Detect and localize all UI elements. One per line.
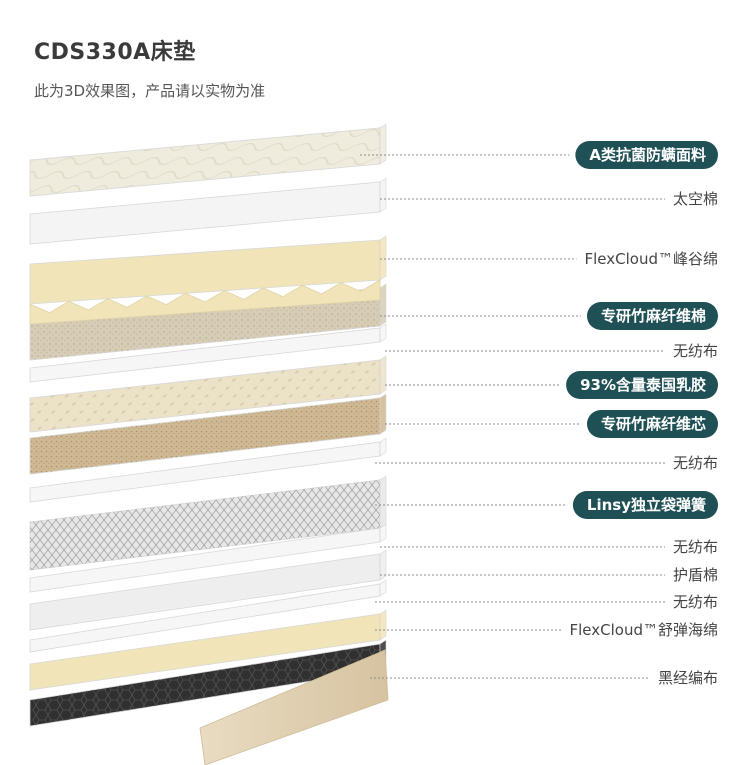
layer-label-14: 黑经编布 [658, 669, 718, 687]
highlight-pill [586, 410, 718, 438]
layer-label-5: 无纺布 [673, 342, 718, 360]
plain-label-text: FlexCloud™舒弹海绵 [570, 621, 718, 639]
layer-label-3: FlexCloud™峰谷绵 [585, 250, 718, 268]
nonwoven-slab-3 [29, 523, 387, 593]
peak-valley-foam-slab [29, 235, 387, 325]
spring-slab [29, 475, 387, 571]
layer-label-8: 无纺布 [673, 454, 718, 472]
highlight-label-text: 专研竹麻纤维棉 [601, 307, 706, 325]
layer-label-11: 护盾棉 [673, 566, 718, 584]
plain-label-text: 无纺布 [673, 342, 718, 360]
nonwoven-slab-1 [29, 323, 387, 383]
layer-label-12: 无纺布 [673, 593, 718, 611]
plain-label-text: 黑经编布 [658, 669, 718, 687]
elastic-foam-slab [29, 609, 387, 691]
plain-label-text: 无纺布 [673, 454, 718, 472]
plain-label-text: FlexCloud™峰谷绵 [585, 250, 718, 268]
page-title: CDS330A床垫 [34, 40, 196, 65]
plain-label-text: 太空棉 [673, 190, 718, 208]
latex-slab [29, 355, 387, 433]
layer-label-13: FlexCloud™舒弹海绵 [570, 621, 718, 639]
highlight-label-text: A类抗菌防螨面料 [589, 146, 706, 164]
highlight-pill [566, 371, 718, 399]
highlight-label-text: 93%含量泰国乳胶 [580, 376, 706, 394]
highlight-pill [586, 302, 718, 330]
leader-lines [360, 154, 665, 679]
layer-label-4: 专研竹麻纤维棉 [586, 302, 718, 330]
plain-label-text: 护盾棉 [673, 566, 718, 584]
nonwoven-slab-2 [29, 437, 387, 503]
space-cotton-slab [29, 177, 387, 245]
page-subtitle: 此为3D效果图，产品请以实物为准 [34, 82, 266, 100]
layer-label-10: 无纺布 [673, 538, 718, 556]
layer-label-7: 专研竹麻纤维芯 [586, 410, 718, 438]
layer-label-1: A类抗菌防螨面料 [575, 141, 718, 169]
layer-slabs [29, 123, 389, 765]
highlight-pill [572, 491, 718, 519]
highlight-label-text: 专研竹麻纤维芯 [601, 415, 706, 433]
layer-label-6: 93%含量泰国乳胶 [566, 371, 718, 399]
cover-fabric-slab [29, 123, 387, 197]
highlight-pill [575, 141, 718, 169]
layer-label-2: 太空棉 [673, 190, 718, 208]
nonwoven-slab-4 [29, 579, 387, 653]
fiber-core-slab [29, 393, 387, 475]
plain-label-text: 无纺布 [673, 538, 718, 556]
shield-cotton-slab [29, 549, 387, 631]
plain-label-text: 无纺布 [673, 593, 718, 611]
highlight-label-text: Linsy独立袋弹簧 [587, 496, 706, 514]
bed-base-slab [199, 649, 389, 765]
layer-label-9: Linsy独立袋弹簧 [572, 491, 718, 519]
